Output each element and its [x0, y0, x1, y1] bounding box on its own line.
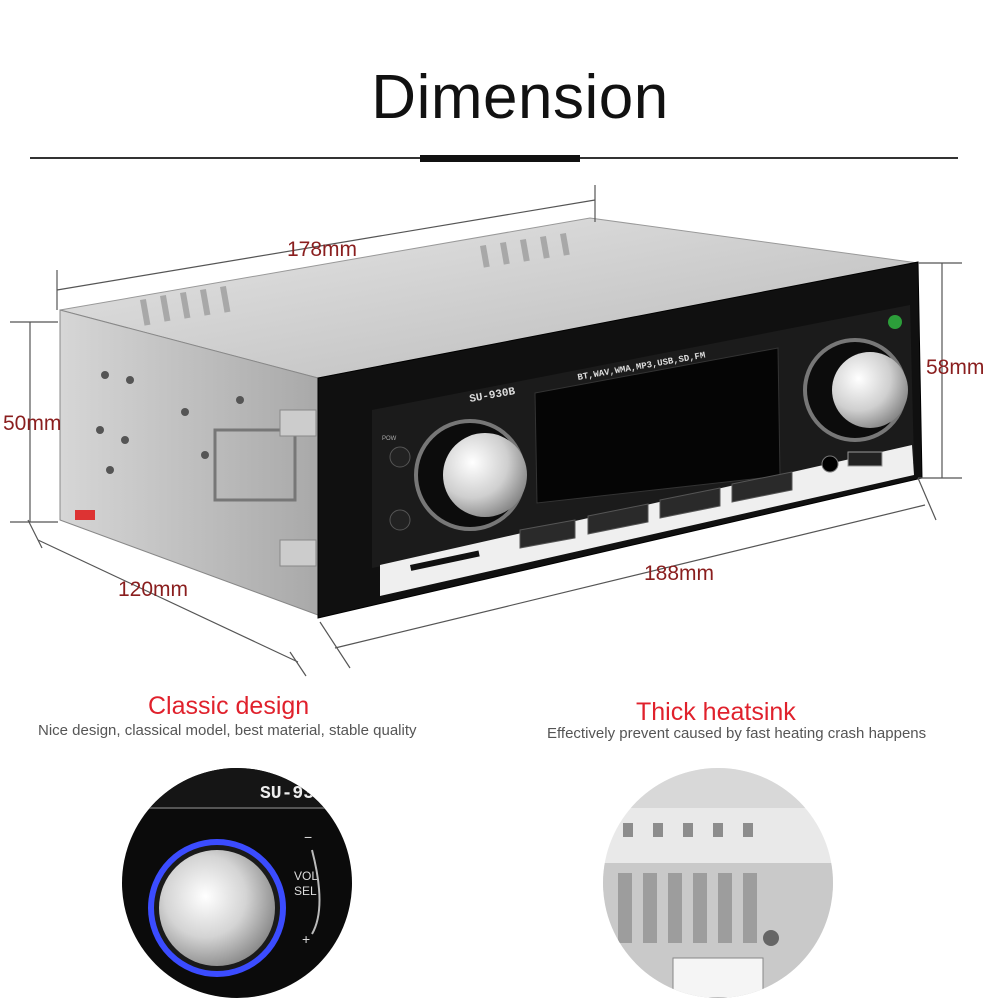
svg-text:−: − — [304, 829, 312, 845]
closeup-sel-label: SEL — [294, 884, 317, 898]
side-depth-line — [37, 539, 299, 663]
product-illustration: SU-930B BT,WAV,WMA,MP3,USB,SD,FM POW — [10, 185, 962, 677]
feature-title-classic: Classic design — [148, 692, 310, 720]
closeup-vol-label: VOL — [294, 869, 318, 883]
svg-text:+: + — [302, 931, 310, 947]
volume-knob — [443, 433, 527, 517]
title-divider-accent — [420, 155, 580, 162]
aux-jack — [821, 455, 839, 473]
usb-port — [847, 451, 883, 467]
sd-slot — [410, 550, 480, 571]
dimension-50mm: 50mm — [3, 412, 62, 435]
feature-title-heatsink: Thick heatsink — [636, 698, 796, 726]
dimension-178mm: 178mm — [287, 238, 358, 261]
closeup-model-label: SU-93 — [260, 784, 314, 804]
closeup-heatsink-image — [603, 768, 833, 998]
depth-line — [56, 199, 596, 291]
page-title: Dimension — [371, 63, 669, 132]
bracket — [213, 428, 297, 502]
dimension-58mm: 58mm — [926, 356, 985, 379]
closeup-knob-image: SU-93 − VOL SEL + — [122, 768, 352, 998]
front-width-line — [334, 504, 926, 649]
pow-label: POW — [382, 436, 397, 442]
dimension-120mm: 120mm — [118, 578, 189, 601]
feature-subtitle-classic: Nice design, classical model, best mater… — [38, 722, 417, 739]
dimension-188mm: 188mm — [644, 562, 715, 585]
feature-subtitle-heatsink: Effectively prevent caused by fast heati… — [547, 725, 927, 742]
tune-knob — [832, 352, 908, 428]
